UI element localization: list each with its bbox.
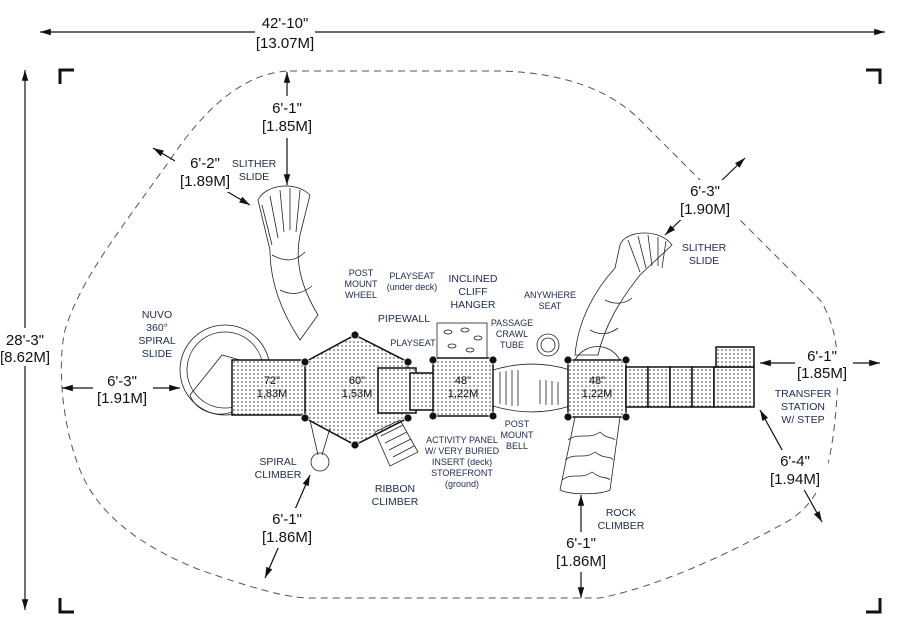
overall-height-imperial: 28'-3" xyxy=(6,332,44,349)
label-transfer-station-2: STATION xyxy=(781,401,825,413)
label-cliff-hanger-2: CLIFF xyxy=(458,286,487,298)
label-post-mount-wheel-2: MOUNT xyxy=(345,279,378,289)
clearance-bottom-left-imperial: 6'-1" xyxy=(272,511,302,528)
use-zone-boundary xyxy=(60,70,839,599)
label-post-mount-bell-3: BELL xyxy=(506,441,528,451)
spiral-climber xyxy=(309,419,331,472)
label-post-mount-wheel-1: POST xyxy=(349,268,374,278)
deck-48-a-platform xyxy=(432,357,494,417)
clearance-right-metric: [1.85M] xyxy=(797,365,847,382)
label-cliff-hanger-3: HANGER xyxy=(451,299,496,311)
bracket-top-left xyxy=(58,68,74,84)
label-slither-slide-right-2: SLIDE xyxy=(689,255,719,267)
label-nuvo-4: SLIDE xyxy=(142,348,172,360)
label-rock-climber-2: CLIMBER xyxy=(598,520,645,532)
label-playseat: PLAYSEAT xyxy=(390,338,436,348)
label-crawl-tube-3: TUBE xyxy=(500,340,524,350)
deck-60-height-m: 1,53M xyxy=(342,388,373,400)
label-activity-panel-1: ACTIVITY PANEL xyxy=(426,435,498,445)
bracket-top-right xyxy=(866,68,882,84)
slither-slide-left xyxy=(257,185,319,341)
slither-slide-right xyxy=(574,232,673,356)
deck-48a-height-m: 1,22M xyxy=(448,388,479,400)
label-activity-panel-2: W/ VERY BURIED xyxy=(425,446,500,456)
transfer-station-platform xyxy=(713,366,755,408)
label-slither-slide-left-1: SLITHER xyxy=(232,158,277,170)
clearance-left-metric: [1.91M] xyxy=(97,390,147,407)
transfer-step xyxy=(715,346,755,368)
label-ribbon-climber-2: CLIMBER xyxy=(372,496,419,508)
clearance-right-lower-imperial: 6'-4" xyxy=(780,453,810,470)
deck-60-height-in: 60" xyxy=(349,375,365,387)
deck-48b-height-m: 1,22M xyxy=(582,388,613,400)
deck-72-height-in: 72" xyxy=(264,375,280,387)
ribbon-climber xyxy=(374,419,419,467)
label-crawl-tube-1: PASSAGE xyxy=(491,318,533,328)
label-post-mount-bell-1: POST xyxy=(505,419,530,429)
clearance-top-left-vertical-metric: [1.85M] xyxy=(262,118,312,135)
deck-48a-height-in: 48" xyxy=(455,375,471,387)
equipment xyxy=(179,185,755,495)
label-anywhere-seat-2: SEAT xyxy=(539,301,562,311)
label-nuvo-2: 360° xyxy=(146,322,168,334)
label-transfer-station-1: TRANSFER xyxy=(775,388,832,400)
label-post-mount-wheel-3: WHEEL xyxy=(345,290,377,300)
label-spiral-climber-2: CLIMBER xyxy=(255,469,302,481)
label-activity-panel-5: (ground) xyxy=(445,479,479,489)
label-playseat-under-deck-2: (under deck) xyxy=(387,282,438,292)
overall-width-metric: [13.07M] xyxy=(256,35,314,52)
label-anywhere-seat-1: ANYWHERE xyxy=(524,290,576,300)
label-cliff-hanger-1: INCLINED xyxy=(448,273,497,285)
label-playseat-under-deck-1: PLAYSEAT xyxy=(389,271,435,281)
clearance-bottom-imperial: 6'-1" xyxy=(566,535,596,552)
passage-crawl-tube xyxy=(492,363,571,413)
label-transfer-station-3: W/ STEP xyxy=(781,414,824,426)
bracket-bottom-left xyxy=(58,598,74,614)
rock-climber xyxy=(559,416,621,495)
bracket-bottom-right xyxy=(866,598,882,614)
label-crawl-tube-2: CRAWL xyxy=(496,329,528,339)
crawl-tube-ribs xyxy=(499,370,559,406)
label-slither-slide-left-2: SLIDE xyxy=(239,171,269,183)
deck-72-height-m: 1,83M xyxy=(257,388,288,400)
overall-width-imperial: 42'-10" xyxy=(262,15,309,32)
corner-brackets xyxy=(58,68,882,614)
label-ribbon-climber-1: RIBBON xyxy=(375,483,415,495)
clearance-top-right-metric: [1.90M] xyxy=(680,201,730,218)
anywhere-seat xyxy=(536,333,560,357)
label-rock-climber-1: ROCK xyxy=(606,507,636,519)
clearance-bottom-left-metric: [1.86M] xyxy=(262,529,312,546)
label-nuvo-1: NUVO xyxy=(142,309,172,321)
clearance-top-left-vertical-imperial: 6'-1" xyxy=(272,100,302,117)
clearance-top-left-diagonal-metric: [1.89M] xyxy=(180,173,230,190)
deck-labels: 72" 1,83M 60" 1,53M 48" 1,22M 48" 1,22M xyxy=(257,375,613,400)
clearance-right-imperial: 6'-1" xyxy=(807,348,837,365)
label-activity-panel-3: INSERT (deck) xyxy=(432,457,492,467)
clearance-top-right-imperial: 6'-3" xyxy=(690,183,720,200)
clearance-left-imperial: 6'-3" xyxy=(107,373,137,390)
inclined-cliff-hanger-panel xyxy=(436,322,488,359)
label-post-mount-bell-2: MOUNT xyxy=(501,430,534,440)
label-activity-panel-4: STOREFRONT xyxy=(431,468,493,478)
clearance-dimensions: 6'-1" [1.85M] 6'-2" [1.89M] 6'-3" [1.90M… xyxy=(62,72,880,598)
deck-48b-height-in: 48" xyxy=(589,375,605,387)
clearance-right-lower-metric: [1.94M] xyxy=(770,471,820,488)
walkway-panels xyxy=(625,366,715,408)
label-spiral-climber-1: SPIRAL xyxy=(259,456,297,468)
overall-width-dimension: 42'-10" [13.07M] xyxy=(40,15,885,56)
clearance-top-left-diagonal-imperial: 6'-2" xyxy=(190,155,220,172)
clearance-bottom-metric: [1.86M] xyxy=(556,553,606,570)
label-nuvo-3: SPIRAL xyxy=(138,335,176,347)
label-slither-slide-right-1: SLITHER xyxy=(682,242,727,254)
label-pipewall: PIPEWALL xyxy=(378,313,430,325)
overall-height-dimension: 28'-3" [8.62M] xyxy=(0,70,52,610)
bridge-to-48a xyxy=(409,372,436,411)
component-labels: SLITHER SLIDE SLITHER SLIDE NUVO 360° SP… xyxy=(138,158,831,532)
deck-posts xyxy=(300,330,631,450)
cliff-hanger-holds xyxy=(443,327,483,353)
overall-height-metric: [8.62M] xyxy=(0,349,50,366)
